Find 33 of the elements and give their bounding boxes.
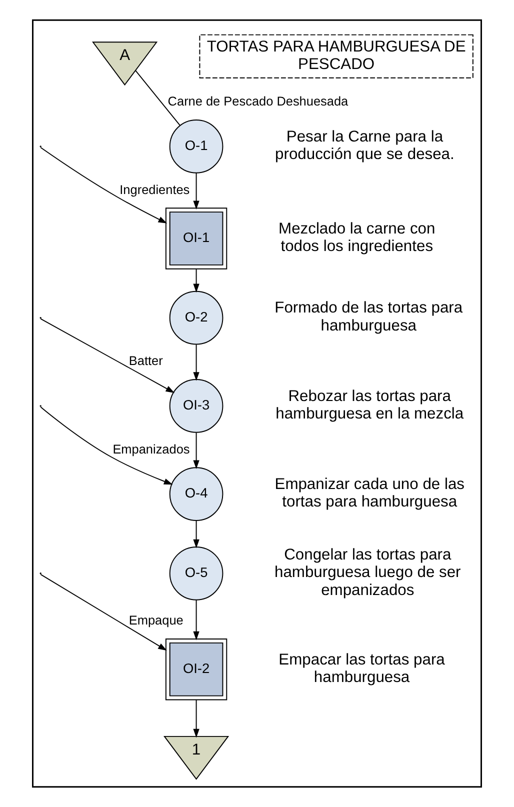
connector (135, 70, 180, 126)
node-label: Empacar las tortas para hamburguesa (278, 651, 445, 686)
arrow (40, 318, 175, 393)
edge-label: Batter (128, 353, 163, 368)
node-label: Formado de las tortas para hamburguesa (274, 300, 463, 334)
arrow (193, 432, 200, 470)
arrow (40, 406, 173, 485)
arrow (193, 520, 200, 548)
edge-label: Empaque (128, 612, 184, 628)
arrow (193, 699, 200, 738)
edge-label: Ingredientes (120, 182, 190, 197)
node-circle: OI-3 (169, 379, 224, 433)
node-circle: O-5 (169, 546, 224, 600)
node-label: Pesar la Carne para la producción que se desea. (275, 128, 454, 163)
node-box: OI-1 (165, 208, 228, 270)
arrow (193, 600, 200, 640)
arrow (193, 172, 200, 210)
arrow (193, 344, 200, 381)
node-label: Rebozar las tortas para hamburguesa en la mezcla (276, 388, 464, 422)
arrow (193, 268, 200, 293)
cluster (32, 19, 482, 788)
arrow (40, 147, 168, 224)
node-circle: O-1 (169, 120, 224, 174)
node-label: Empanizar cada uno de las tortas para hamburguesa (274, 476, 464, 511)
edge-label: Carne de Pescado Deshuesada (168, 94, 348, 109)
edge-label: Empanizados (112, 441, 190, 456)
node-box: TORTAS PARA HAMBURGUESA DE PESCADO (199, 34, 474, 78)
node-box: OI-2 (165, 638, 228, 700)
node-label: Congelar las tortas para hamburguesa luego de ser empanizados (274, 546, 461, 599)
node-circle: O-4 (169, 467, 224, 521)
arrow (40, 574, 167, 651)
node-circle: O-2 (169, 290, 224, 345)
node-label: Mezclado la carne con todos los ingredientes (278, 220, 436, 256)
